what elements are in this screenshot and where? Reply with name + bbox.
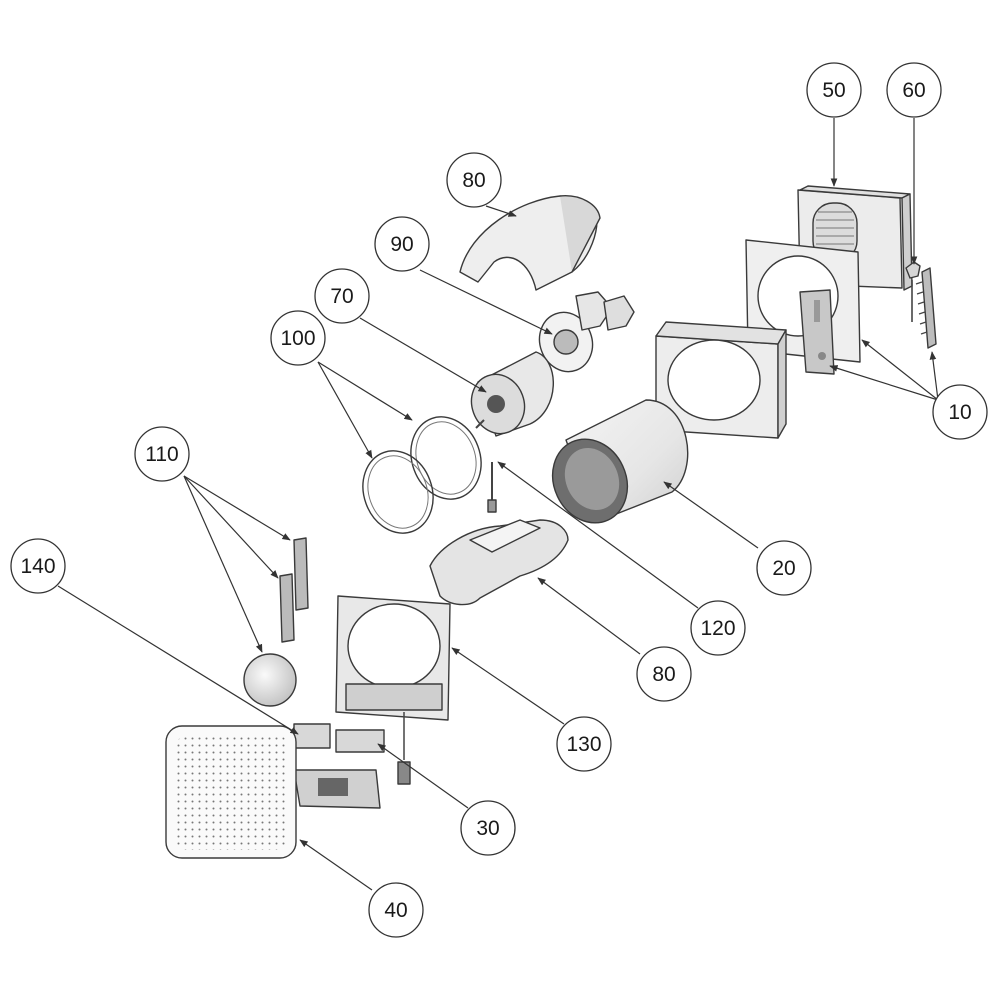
callout-label: 60	[902, 79, 925, 102]
wall-tube-part	[551, 399, 689, 524]
callout-label: 140	[20, 555, 55, 578]
fan-unit-part	[538, 291, 635, 373]
sealing-rings-part	[362, 416, 482, 534]
callout-label: 30	[476, 817, 499, 840]
callout-80-upper: 80	[446, 152, 502, 208]
lower-half-shell-part	[429, 519, 569, 606]
callout-50: 50	[806, 62, 862, 118]
callout-label: 130	[566, 733, 601, 756]
inner-frame-part	[335, 595, 451, 785]
electronics-boards-part	[293, 723, 385, 809]
callout-label: 10	[948, 401, 971, 424]
callout-30: 30	[460, 800, 516, 856]
callout-label: 50	[822, 79, 845, 102]
front-cover-part	[165, 725, 297, 859]
callout-label: 120	[700, 617, 735, 640]
callout-110: 110	[134, 426, 190, 482]
wall-sleeve-frame-part	[655, 321, 787, 439]
callout-60: 60	[886, 62, 942, 118]
callout-80-lower: 80	[636, 646, 692, 702]
callout-label: 90	[390, 233, 413, 256]
callout-10: 10	[932, 384, 988, 440]
callout-label: 100	[280, 327, 315, 350]
callout-label: 70	[330, 285, 353, 308]
callout-130: 130	[556, 716, 612, 772]
callout-label: 40	[384, 899, 407, 922]
callout-120: 120	[690, 600, 746, 656]
callout-100: 100	[270, 310, 326, 366]
callout-label: 80	[652, 663, 675, 686]
callout-70: 70	[314, 268, 370, 324]
callout-label: 80	[462, 169, 485, 192]
callout-140: 140	[10, 538, 66, 594]
callout-label: 20	[772, 557, 795, 580]
callout-label: 110	[145, 443, 178, 466]
callout-40: 40	[368, 882, 424, 938]
callout-90: 90	[374, 216, 430, 272]
filters-part	[243, 537, 309, 707]
leader-lines	[57, 118, 939, 891]
heat-exchanger-part	[470, 351, 554, 437]
upper-half-shell-part	[459, 195, 601, 291]
clip-part	[905, 261, 937, 349]
callout-20: 20	[756, 540, 812, 596]
sensor-pin-part	[487, 462, 497, 513]
